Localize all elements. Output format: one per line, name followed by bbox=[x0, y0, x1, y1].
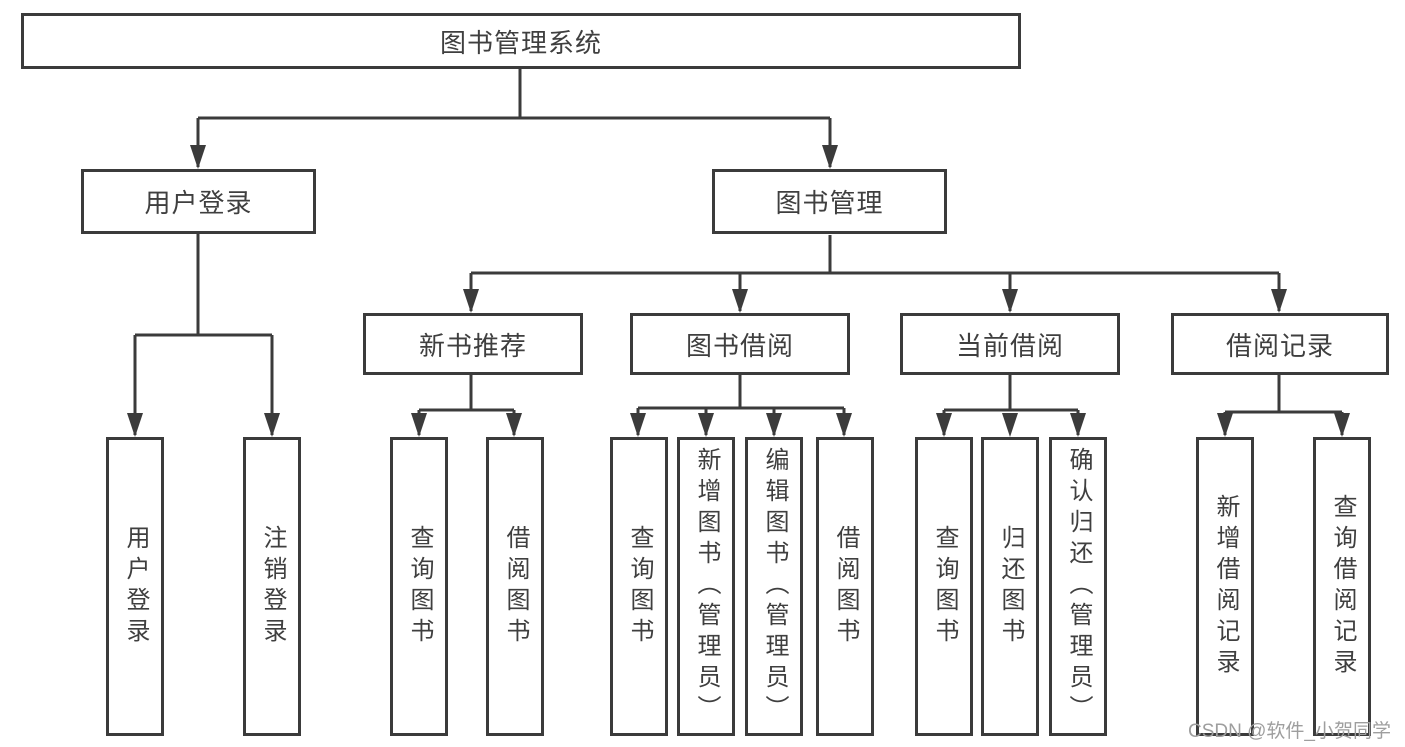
leaf-return-book: 归还图书 bbox=[981, 437, 1039, 736]
connector-book-borrow-to-leaves bbox=[630, 375, 852, 437]
node-borrow-records-label: 借阅记录 bbox=[1225, 330, 1334, 361]
leaf-add-borrow-record-label: 新增借阅记录 bbox=[1212, 493, 1239, 680]
leaf-borrow-book-recommend: 借阅图书 bbox=[486, 437, 544, 736]
leaf-user-login-label: 用户登录 bbox=[122, 524, 149, 649]
leaf-query-borrow-record-label: 查询借阅记录 bbox=[1329, 493, 1356, 680]
arrow-to-book-borrow bbox=[732, 289, 748, 313]
arrow-to-leaf-login bbox=[127, 413, 143, 437]
arrow-to-user-login bbox=[190, 145, 206, 169]
leaf-borrow-book-recommend-label: 借阅图书 bbox=[502, 524, 529, 649]
leaf-query-book-recommend-label: 查询图书 bbox=[406, 524, 433, 649]
node-library-management-system: 图书管理系统 bbox=[21, 13, 1021, 69]
node-book-management: 图书管理 bbox=[712, 169, 947, 234]
leaf-edit-book-admin-label: 编辑图书（管理员） bbox=[761, 447, 788, 726]
connector-root-to-level2 bbox=[190, 69, 838, 169]
node-user-login-label: 用户登录 bbox=[144, 188, 253, 218]
leaf-query-book-borrow-label: 查询图书 bbox=[626, 524, 653, 649]
leaf-borrow-book-label: 借阅图书 bbox=[832, 524, 859, 649]
leaf-add-borrow-record: 新增借阅记录 bbox=[1196, 437, 1254, 736]
node-book-management-label: 图书管理 bbox=[775, 188, 884, 218]
leaf-query-borrow-record: 查询借阅记录 bbox=[1313, 437, 1371, 736]
leaf-query-book-current: 查询图书 bbox=[915, 437, 973, 736]
csdn-watermark: CSDN @软件_小贺同学 bbox=[1188, 721, 1391, 742]
arrow-to-borrow-records bbox=[1271, 289, 1287, 313]
leaf-confirm-return-admin: 确认归还（管理员） bbox=[1049, 437, 1107, 736]
leaf-add-book-admin: 新增图书（管理员） bbox=[677, 437, 735, 736]
connector-book-management-to-level3 bbox=[463, 235, 1287, 313]
node-book-borrow: 图书借阅 bbox=[630, 313, 850, 375]
leaf-confirm-return-admin-label: 确认归还（管理员） bbox=[1065, 447, 1092, 726]
arrow-to-book-management bbox=[822, 145, 838, 169]
leaf-user-login: 用户登录 bbox=[106, 437, 164, 736]
leaf-query-book-current-label: 查询图书 bbox=[931, 524, 958, 649]
arrow-to-new-book-recommend bbox=[463, 289, 479, 313]
node-book-borrow-label: 图书借阅 bbox=[685, 330, 794, 361]
leaf-return-book-label: 归还图书 bbox=[997, 524, 1024, 649]
leaf-query-book-recommend: 查询图书 bbox=[390, 437, 448, 736]
root-node-label: 图书管理系统 bbox=[439, 27, 602, 58]
node-new-book-recommend-label: 新书推荐 bbox=[418, 330, 527, 361]
connector-current-borrow-to-leaves bbox=[936, 375, 1086, 437]
leaf-logout: 注销登录 bbox=[243, 437, 301, 736]
leaf-query-book-borrow: 查询图书 bbox=[610, 437, 668, 736]
leaf-borrow-book: 借阅图书 bbox=[816, 437, 874, 736]
connector-borrow-records-to-leaves bbox=[1217, 375, 1350, 437]
arrow-to-current-borrow bbox=[1002, 289, 1018, 313]
node-user-login: 用户登录 bbox=[81, 169, 316, 234]
leaf-add-book-admin-label: 新增图书（管理员） bbox=[693, 447, 720, 726]
leaf-logout-label: 注销登录 bbox=[259, 524, 286, 649]
leaf-edit-book-admin: 编辑图书（管理员） bbox=[745, 437, 803, 736]
node-new-book-recommend: 新书推荐 bbox=[363, 313, 583, 375]
node-borrow-records: 借阅记录 bbox=[1171, 313, 1389, 375]
connector-user-login-to-leaves bbox=[127, 234, 280, 437]
arrow-to-leaf-logout bbox=[264, 413, 280, 437]
node-current-borrow-label: 当前借阅 bbox=[955, 330, 1064, 361]
node-current-borrow: 当前借阅 bbox=[900, 313, 1120, 375]
connector-new-book-recommend-to-leaves bbox=[411, 375, 522, 437]
